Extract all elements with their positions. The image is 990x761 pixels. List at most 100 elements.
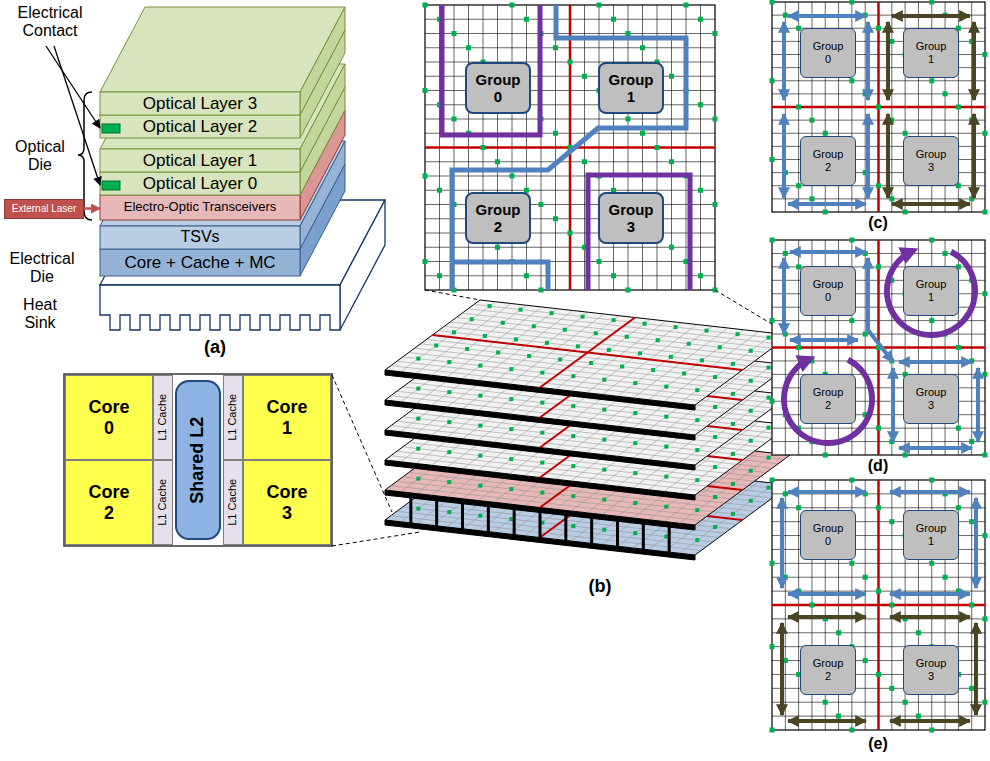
- router-dot: [571, 434, 575, 438]
- router-dot: [568, 231, 573, 236]
- router-dot: [643, 322, 647, 326]
- group-box: Group 1: [903, 266, 959, 316]
- stack-illustration: [46, 7, 385, 330]
- router-dot: [783, 251, 788, 256]
- waveguide-arrow: [788, 14, 866, 18]
- waveguide-arrow: [782, 22, 786, 100]
- cache-box: L1 Cache: [223, 375, 243, 460]
- router-dot: [849, 0, 854, 5]
- optical-layer-front: [100, 92, 300, 115]
- router-dot: [669, 245, 674, 250]
- router-dot: [916, 630, 921, 635]
- router-dot: [783, 491, 788, 496]
- router-dot: [669, 355, 673, 359]
- router-dot: [640, 45, 645, 50]
- waveguide-arrow: [790, 250, 866, 254]
- grid-frame: [425, 5, 715, 290]
- panel-label: (e): [858, 735, 898, 753]
- optical-layer-side: [300, 7, 345, 115]
- router-dot: [594, 331, 598, 335]
- router-dot: [809, 196, 814, 201]
- optical-layer-front: [100, 115, 300, 138]
- router-dot: [669, 74, 674, 79]
- group-box: Group 0: [800, 510, 856, 560]
- router-dot: [638, 351, 642, 355]
- router-dot: [770, 78, 775, 83]
- waveguide-arrow: [788, 202, 866, 206]
- router-dot: [983, 616, 988, 621]
- router-dot: [695, 448, 699, 452]
- router-dot: [863, 332, 868, 337]
- router-dot: [553, 45, 558, 50]
- laser-feed-arrow: [84, 207, 100, 210]
- node-text: Core 0: [82, 397, 136, 438]
- core-box: Core 0: [65, 375, 153, 460]
- router-dot: [713, 435, 717, 439]
- router-dot: [416, 387, 420, 391]
- router-dot: [889, 519, 894, 524]
- electrical-layer: TSVs: [100, 226, 300, 249]
- router-dot: [903, 131, 908, 136]
- router-dot: [509, 457, 513, 461]
- waveguide-arrow: [790, 338, 858, 342]
- leader-arrow: [46, 46, 100, 128]
- router-dot: [713, 375, 717, 379]
- router-dot: [876, 26, 881, 31]
- router-dot: [664, 475, 668, 479]
- router-dot: [983, 533, 988, 538]
- node-text: Group 2: [474, 201, 522, 236]
- group-box: Group 1: [598, 62, 664, 114]
- zoom-line: [332, 375, 392, 512]
- waveguide-arrow: [788, 615, 866, 619]
- group-box: Group 3: [903, 374, 959, 424]
- ring-arrow: [887, 251, 975, 335]
- waveguide: [588, 175, 690, 290]
- router-dot: [796, 345, 801, 350]
- router-dot: [416, 417, 420, 421]
- router-dot: [876, 183, 881, 188]
- node-text: L1 Cache: [227, 479, 240, 526]
- router-dot: [876, 105, 881, 110]
- router-dot: [983, 372, 988, 377]
- router-dot: [483, 334, 487, 338]
- waveguide-arrow: [866, 22, 870, 100]
- optical-layer: Optical Layer 3: [100, 92, 300, 116]
- zoom-line: [425, 290, 480, 300]
- router-dot: [929, 0, 934, 5]
- node-text: L1 Cache: [227, 394, 240, 441]
- node-text: Group 3: [913, 386, 948, 411]
- router-dot: [655, 145, 660, 150]
- router-dot: [770, 0, 775, 5]
- heat-sink-side: [340, 200, 385, 330]
- router-dot: [611, 17, 616, 22]
- partition-line: [772, 604, 985, 607]
- router-dot: [452, 31, 457, 36]
- router-dot: [470, 317, 474, 321]
- router-dot: [903, 700, 908, 705]
- router-dot: [633, 441, 637, 445]
- waveguide-arrow: [972, 114, 976, 198]
- group-box: Group 1: [903, 510, 959, 560]
- router-dot: [809, 603, 814, 608]
- electrical-layer-front: [100, 249, 300, 276]
- router-dot: [602, 468, 606, 472]
- router-dot: [731, 482, 735, 486]
- router-dot: [669, 159, 674, 164]
- router-dot: [749, 439, 753, 443]
- tile-outline: [64, 374, 332, 546]
- router-dot: [929, 478, 934, 483]
- core-box: Core 1: [243, 375, 331, 460]
- router-dot: [929, 318, 934, 323]
- router-dot: [767, 486, 771, 490]
- router-dot: [532, 324, 536, 328]
- router-dot: [539, 202, 544, 207]
- router-dot: [713, 525, 717, 529]
- node-text: Shared L2: [188, 416, 209, 503]
- waveguide-arrow: [886, 22, 890, 100]
- router-dot: [540, 491, 544, 495]
- node-text: Group 1: [607, 71, 655, 106]
- router-dot: [823, 700, 828, 705]
- router-dot: [983, 700, 988, 705]
- node-text: External Laser: [12, 203, 76, 215]
- router-dot: [956, 345, 961, 350]
